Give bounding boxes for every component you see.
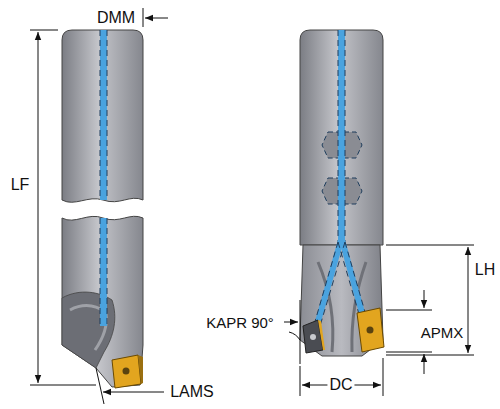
side-view-tool — [62, 30, 143, 388]
dimension-lines — [30, 8, 474, 404]
front-view-tool — [300, 30, 384, 356]
dimension-label: APMX — [419, 324, 466, 341]
dimension-label: LH — [473, 261, 497, 279]
dimension-label: DC — [327, 376, 354, 394]
angle-label: LAMS — [168, 383, 216, 401]
dimension-label: LF — [9, 176, 32, 194]
angle-label: KAPR 90° — [204, 314, 276, 331]
dimension-label: DMM — [95, 9, 137, 27]
